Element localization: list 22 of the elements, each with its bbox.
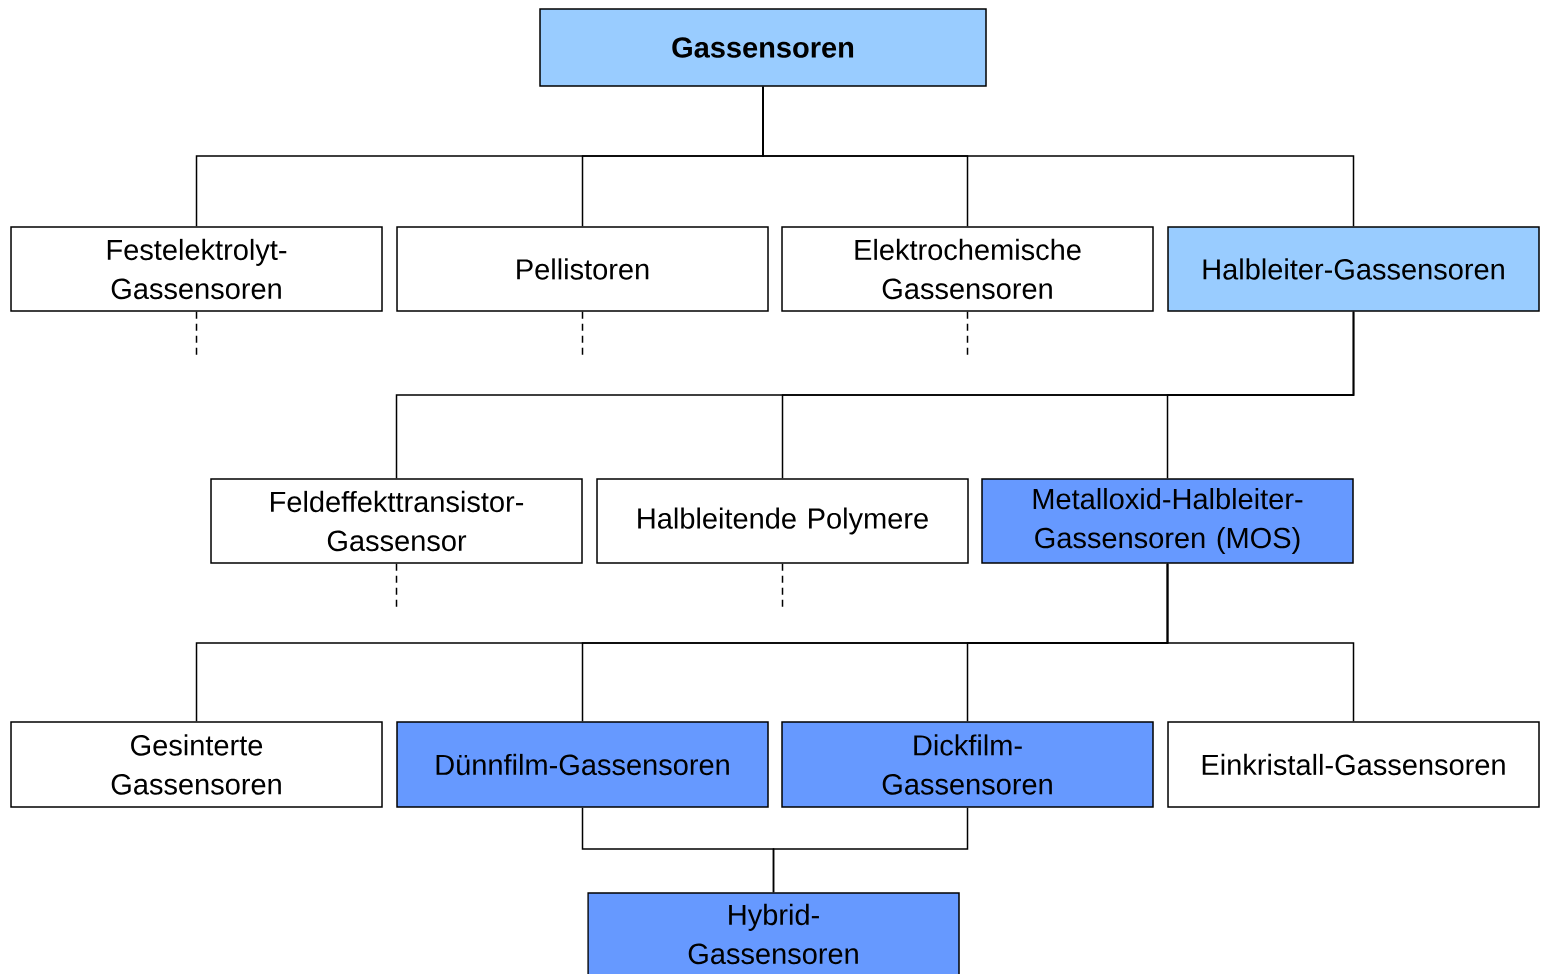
connector-line	[1166, 563, 1355, 722]
connector-line	[762, 86, 1355, 227]
category-box: Halbleiter-Gassensoren	[1167, 226, 1540, 312]
category-box: Hybrid- Gassensoren	[587, 892, 960, 974]
category-box: Metalloxid-Halbleiter- Gassensoren (MOS)	[981, 478, 1354, 564]
category-box: Gesinterte Gassensoren	[10, 721, 383, 808]
category-box: Dickfilm- Gassensoren	[781, 721, 1154, 808]
connector-line	[966, 311, 969, 358]
connector-line	[781, 563, 784, 610]
category-box: Einkristall-Gassensoren	[1167, 721, 1540, 808]
category-box: Pellistoren	[396, 226, 769, 312]
category-box: Dünnfilm-Gassensoren	[396, 721, 769, 808]
category-box: Gassensoren	[539, 8, 987, 87]
connector-line	[772, 807, 969, 893]
connector-line	[1166, 311, 1355, 479]
category-box: Halbleitende Polymere	[596, 478, 969, 564]
category-box: Feldeffekttransistor- Gassensor	[210, 478, 583, 564]
category-box: Elektrochemische Gassensoren	[781, 226, 1154, 312]
connector-line	[581, 311, 584, 358]
connector-line	[395, 563, 398, 610]
connector-line	[195, 311, 198, 358]
category-box: Festelektrolyt- Gassensoren	[10, 226, 383, 312]
